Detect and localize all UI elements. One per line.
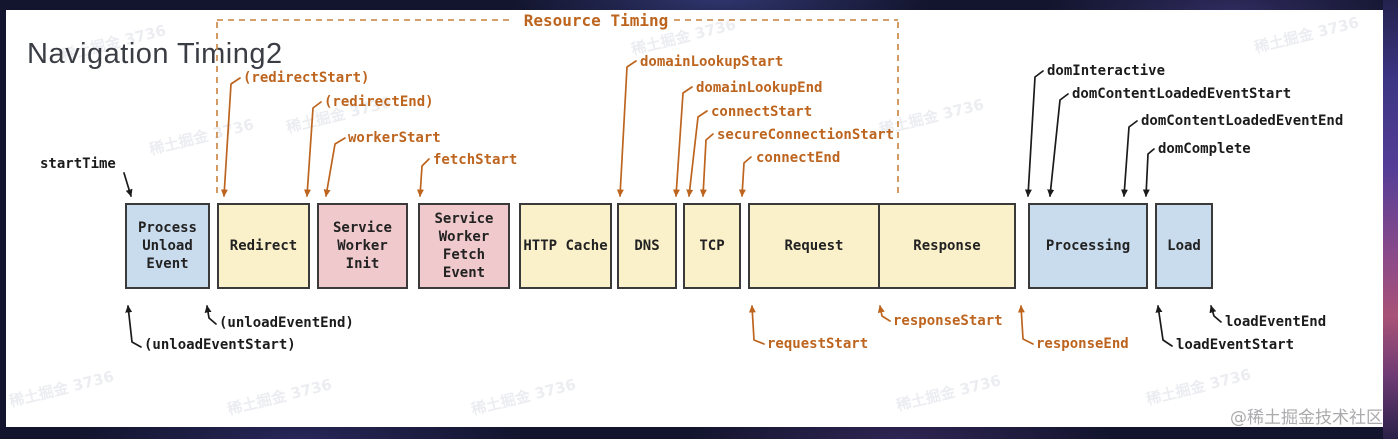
label-response-end: responseEnd (1036, 336, 1129, 352)
label-worker-start: workerStart (348, 130, 441, 146)
label-redirect-end: (redirectEnd) (324, 94, 434, 110)
page-title: Navigation Timing2 (27, 38, 283, 70)
resource-timing-label: Resource Timing (523, 11, 669, 30)
box-load: Load (1155, 203, 1213, 289)
label-dom-content-loaded-event-end: domContentLoadedEventEnd (1141, 113, 1344, 129)
label-fetch-start: fetchStart (433, 152, 518, 168)
corner-watermark: @稀土掘金技术社区 (1230, 408, 1383, 428)
box-dns: DNS (617, 203, 677, 289)
box-tcp: TCP (683, 203, 741, 289)
label-response-start: responseStart (893, 313, 1003, 329)
label-domain-lookup-end: domainLookupEnd (696, 80, 823, 96)
box-service-worker-fetch-event: Service Worker Fetch Event (418, 203, 510, 289)
label-redirect-start: (redirectStart) (243, 70, 370, 86)
label-unload-event-end: (unloadEventEnd) (219, 315, 354, 331)
label-domain-lookup-start: domainLookupStart (640, 54, 784, 70)
label-connect-end: connectEnd (756, 150, 841, 166)
box-response: Response (913, 238, 981, 254)
label-request-start: requestStart (767, 336, 869, 352)
box-request-response: Request Response (748, 203, 1016, 289)
right-edge-decoration (1383, 0, 1398, 439)
label-unload-event-start: (unloadEventStart) (144, 337, 296, 353)
label-start-time: startTime (40, 156, 116, 172)
label-load-event-start: loadEventStart (1176, 337, 1295, 353)
label-dom-content-loaded-event-start: domContentLoadedEventStart (1072, 86, 1292, 102)
box-service-worker-init: Service Worker Init (317, 203, 408, 289)
label-secure-connection-start: secureConnectionStart (717, 127, 895, 143)
label-dom-complete: domComplete (1158, 141, 1251, 157)
box-process-unload-event: Process Unload Event (125, 203, 210, 289)
label-connect-start: connectStart (711, 104, 813, 120)
box-http-cache: HTTP Cache (519, 203, 612, 289)
label-dom-interactive: domInteractive (1047, 63, 1166, 79)
box-redirect: Redirect (217, 203, 310, 289)
box-processing: Processing (1028, 203, 1148, 289)
box-request: Request (750, 205, 880, 287)
label-load-event-end: loadEventEnd (1225, 314, 1327, 330)
